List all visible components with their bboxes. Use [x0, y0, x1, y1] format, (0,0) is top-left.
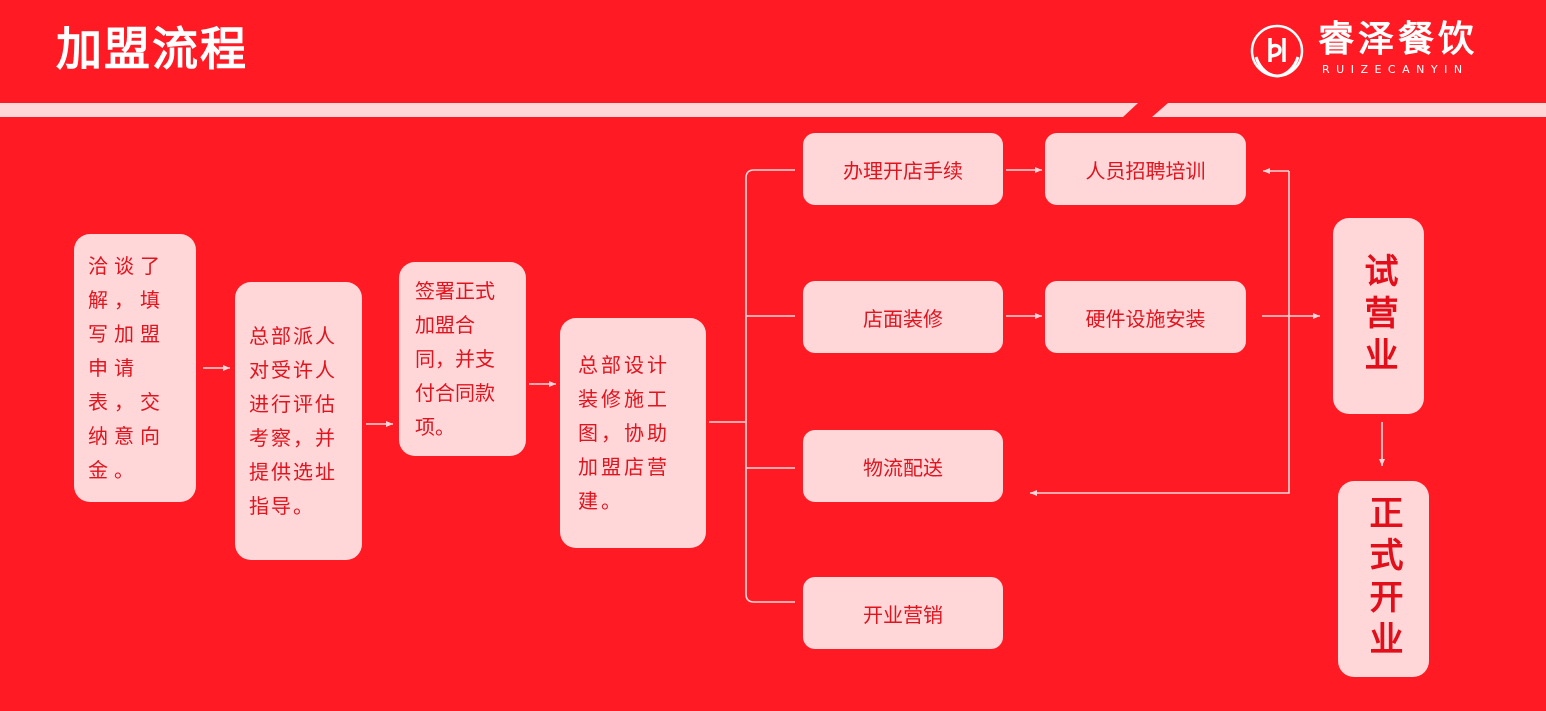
branch-label: 物流配送	[863, 455, 943, 480]
followup-label: 人员招聘培训	[1085, 158, 1206, 183]
followup-label: 硬件设施安装	[1085, 306, 1206, 331]
branch-label: 办理开店手续	[843, 158, 963, 183]
process-step-4: 总部设计装修施工图，协助加盟店营建。	[560, 318, 706, 548]
stage-trial-operation: 试营业	[1333, 218, 1424, 414]
brand-mark-icon	[1250, 24, 1304, 78]
step-text: 总部设计装修施工图，协助加盟店营建。	[578, 353, 670, 513]
stage-label: 试营业	[1358, 253, 1398, 379]
process-step-2: 总部派人对受许人进行评估考察，并提供选址指导。	[235, 282, 362, 560]
followup-2: 硬件设施安装	[1045, 281, 1246, 353]
process-step-3: 签署正式加盟合同，并支付合同款项。	[399, 262, 526, 456]
page-title: 加盟流程	[56, 22, 248, 76]
brand-name: 睿泽餐饮	[1318, 19, 1479, 60]
followup-1: 人员招聘培训	[1045, 133, 1246, 205]
branch-3: 物流配送	[803, 430, 1003, 502]
branch-bracket	[709, 169, 795, 603]
branch-label: 店面装修	[863, 306, 943, 331]
step-text: 总部派人对受许人进行评估考察，并提供选址指导。	[249, 324, 337, 518]
step-text: 签署正式加盟合同，并支付合同款项。	[415, 279, 495, 439]
process-step-1: 洽谈了解，填写加盟申请表，交纳意向金。	[74, 234, 196, 502]
branch-label: 开业营销	[863, 602, 943, 627]
branch-2: 店面装修	[803, 281, 1003, 353]
brand-logo: 睿泽餐饮 RUIZECANYIN	[1248, 18, 1528, 88]
branch-4: 开业营销	[803, 577, 1003, 649]
stage-label: 正式开业	[1363, 495, 1403, 663]
step-text: 洽谈了解，填写加盟申请表，交纳意向金。	[88, 254, 166, 482]
header-stripe	[0, 103, 1546, 117]
branch-1: 办理开店手续	[803, 133, 1003, 205]
stage-grand-opening: 正式开业	[1338, 481, 1429, 677]
brand-name-en: RUIZECANYIN	[1322, 63, 1469, 76]
header-band	[0, 0, 1546, 100]
feedback-loop	[1030, 168, 1290, 496]
